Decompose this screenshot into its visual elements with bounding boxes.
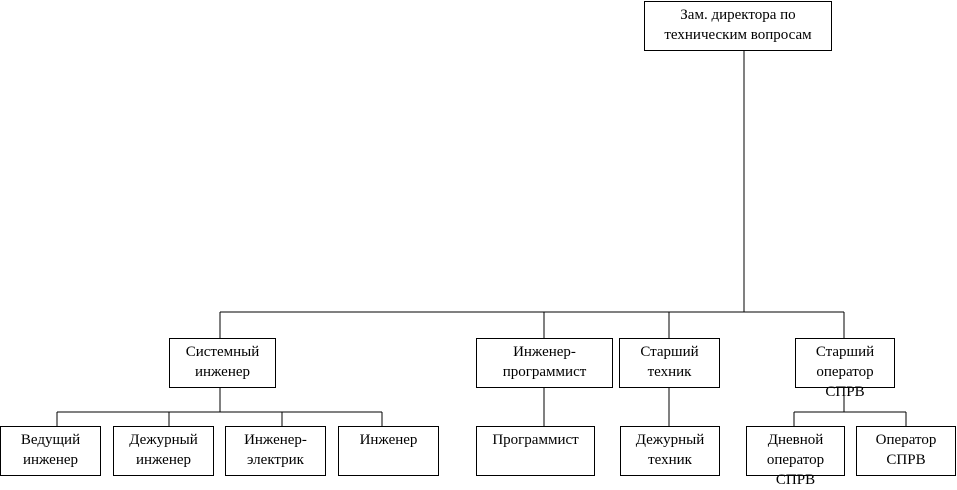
node-label: Системный инженер <box>185 344 260 380</box>
node-label: Старший оператор СПРВ <box>815 344 875 400</box>
node-label: Инженер- программист <box>502 344 587 380</box>
node-label: Программист <box>492 432 579 448</box>
node-deputy-director: Зам. директора по техническим вопросам <box>644 1 832 51</box>
node-operator: Оператор СПРВ <box>856 426 956 476</box>
node-system-engineer: Системный инженер <box>169 338 276 388</box>
node-label: Дневной оператор СПРВ <box>766 432 825 488</box>
node-senior-technician: Старший техник <box>619 338 720 388</box>
node-label: Зам. директора по техническим вопросам <box>664 7 812 43</box>
node-label: Дежурный техник <box>635 432 705 468</box>
node-label: Инженер <box>359 432 418 448</box>
node-programmer: Программист <box>476 426 595 476</box>
node-duty-technician: Дежурный техник <box>620 426 720 476</box>
node-label: Дежурный инженер <box>129 432 198 468</box>
node-senior-operator: Старший оператор СПРВ <box>795 338 895 400</box>
node-lead-engineer: Ведущий инженер <box>0 426 101 476</box>
node-engineer: Инженер <box>338 426 439 476</box>
node-duty-engineer: Дежурный инженер <box>113 426 214 476</box>
node-software-engineer: Инженер- программист <box>476 338 613 388</box>
node-label: Оператор СПРВ <box>875 432 937 468</box>
node-electrical-engineer: Инженер- электрик <box>225 426 326 476</box>
node-day-operator: Дневной оператор СПРВ <box>746 426 845 488</box>
node-label: Ведущий инженер <box>20 432 81 468</box>
node-label: Старший техник <box>640 344 699 380</box>
node-label: Инженер- электрик <box>244 432 307 468</box>
